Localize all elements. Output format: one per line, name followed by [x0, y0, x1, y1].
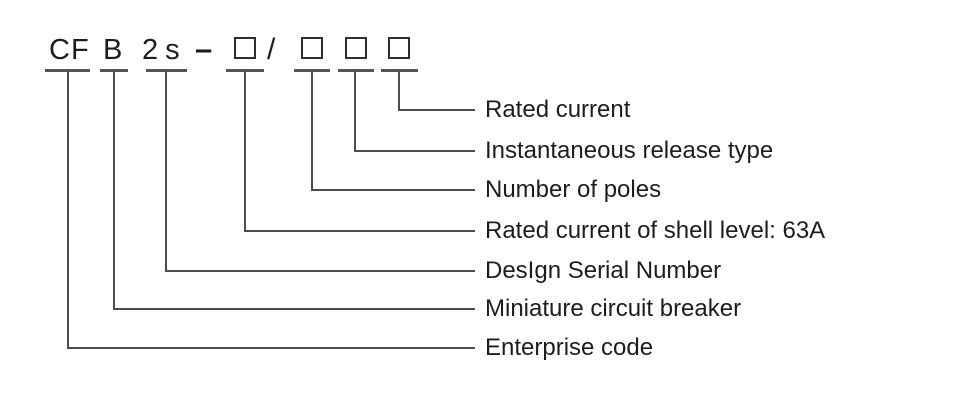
lead-rated-current — [398, 109, 475, 111]
lead-release-type — [354, 150, 475, 152]
label-miniature-circuit-breaker: Miniature circuit breaker — [485, 295, 742, 322]
stem-enterprise — [67, 71, 69, 349]
label-instantaneous-release-type: Instantaneous release type — [485, 137, 774, 164]
stem-poles — [311, 71, 313, 191]
underline-enterprise — [45, 69, 90, 72]
label-design-serial-number: DesIgn Serial Number — [485, 257, 722, 284]
code-box-rated-current-icon — [388, 37, 410, 59]
dash-separator: – — [195, 31, 213, 66]
stem-design-serial — [165, 71, 167, 272]
code-box-release-type-icon — [345, 37, 367, 59]
lead-breaker-type — [113, 308, 475, 310]
stem-shell-current — [244, 71, 246, 232]
underline-poles — [294, 69, 330, 72]
label-number-of-poles: Number of poles — [485, 176, 662, 203]
code-segment-design-serial: 2s — [142, 34, 187, 66]
lead-enterprise — [67, 347, 475, 349]
underline-rated-current — [381, 69, 418, 72]
label-rated-current: Rated current — [485, 96, 631, 123]
code-box-shell-current-icon — [234, 37, 256, 59]
lead-poles — [311, 189, 475, 191]
code-segment-breaker-type: B — [103, 34, 124, 66]
underline-breaker-type — [100, 69, 128, 72]
underline-release-type — [338, 69, 374, 72]
stem-release-type — [354, 71, 356, 152]
lead-shell-current — [244, 230, 475, 232]
lead-design-serial — [165, 270, 475, 272]
underline-design-serial — [146, 69, 187, 72]
label-enterprise-code: Enterprise code — [485, 334, 654, 361]
code-box-poles-icon — [301, 37, 323, 59]
label-shell-level-current: Rated current of shell level: 63A — [485, 217, 826, 244]
underline-shell-current — [226, 69, 264, 72]
stem-breaker-type — [113, 71, 115, 310]
stem-rated-current — [398, 71, 400, 111]
code-segment-enterprise: CF — [49, 34, 90, 66]
slash-separator: / — [267, 33, 276, 66]
